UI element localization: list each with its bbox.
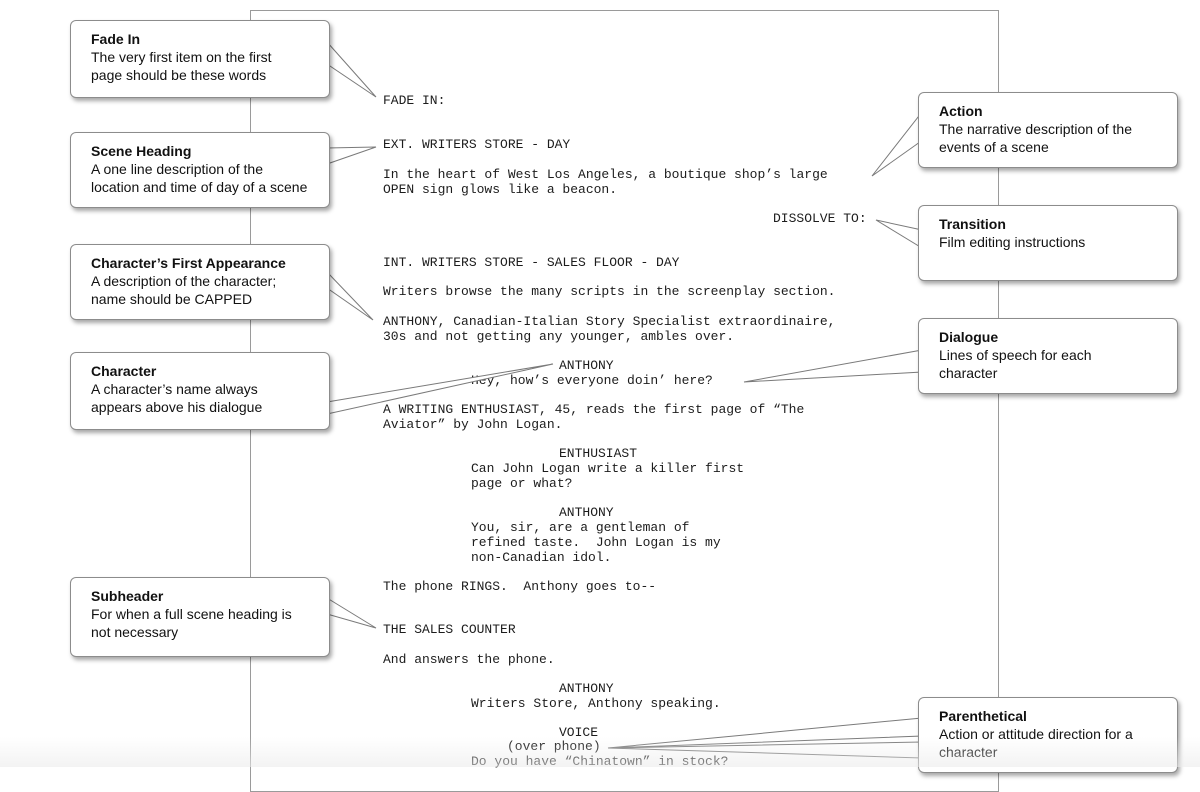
script-line-scene-heading-2: INT. WRITERS STORE - SALES FLOOR - DAY xyxy=(383,255,680,270)
script-line-scene-heading: EXT. WRITERS STORE - DAY xyxy=(383,137,571,152)
callout-title: Subheader xyxy=(91,588,164,604)
callout-title: Action xyxy=(939,103,983,119)
callout-description: character xyxy=(939,365,998,381)
callout-description: appears above his dialogue xyxy=(91,399,263,415)
callout-description: A description of the character; xyxy=(91,273,277,289)
script-line-parenthetical: (over phone) xyxy=(507,739,601,754)
callout-title: Fade In xyxy=(91,31,141,47)
script-line-subheader: THE SALES COUNTER xyxy=(383,622,516,637)
script-line-char-anthony-3: ANTHONY xyxy=(559,681,614,696)
script-line-char-voice: VOICE xyxy=(559,725,599,740)
script-line-dialogue-3c: non-Canadian idol. xyxy=(471,550,612,565)
script-line-char-anthony-2: ANTHONY xyxy=(559,505,614,520)
callout-title: Character’s First Appearance xyxy=(91,255,286,271)
callout-description: The narrative description of the xyxy=(939,121,1132,137)
callout-description: page should be these words xyxy=(91,67,267,83)
callout-title: Parenthetical xyxy=(939,708,1027,724)
callout-description: Action or attitude direction for a xyxy=(939,726,1133,742)
script-line-char-enthusiast: ENTHUSIAST xyxy=(559,446,638,461)
script-line-action-3a: A WRITING ENTHUSIAST, 45, reads the firs… xyxy=(383,402,805,417)
callout-description: The very first item on the first xyxy=(91,49,272,65)
script-line-intro-a: ANTHONY, Canadian-Italian Story Speciali… xyxy=(383,314,836,329)
script-line-action-1a: In the heart of West Los Angeles, a bout… xyxy=(383,167,828,182)
script-line-action-5: And answers the phone. xyxy=(383,652,555,667)
callout-fade-in: Fade In The very first item on the first p… xyxy=(70,20,330,98)
callout-title: Character xyxy=(91,363,157,379)
script-line-char-anthony-1: ANTHONY xyxy=(559,358,614,373)
script-line-dialogue-2b: page or what? xyxy=(471,476,573,491)
script-line-transition: DISSOLVE TO: xyxy=(773,211,867,226)
callout-description: name should be CAPPED xyxy=(91,291,253,307)
script-line-fade-in: FADE IN: xyxy=(383,93,446,108)
callout-description: location and time of day of a scene xyxy=(91,179,308,195)
script-line-action-1b: OPEN sign glows like a beacon. xyxy=(383,182,618,197)
callout-title: Dialogue xyxy=(939,329,999,345)
callout-character-first-appearance: Character’s First Appearance A descriptio… xyxy=(70,244,330,320)
script-line-action-3b: Aviator” by John Logan. xyxy=(383,417,563,432)
script-line-dialogue-4: Writers Store, Anthony speaking. xyxy=(471,696,721,711)
callout-description: character xyxy=(939,744,998,760)
script-line-dialogue-3b: refined taste. John Logan is my xyxy=(471,535,721,550)
script-line-intro-b: 30s and not getting any younger, ambles … xyxy=(383,329,735,344)
callout-title: Transition xyxy=(939,216,1006,232)
callout-scene-heading: Scene Heading A one line description of t… xyxy=(70,132,330,208)
callout-description: Film editing instructions xyxy=(939,234,1086,250)
callout-description: A one line description of the xyxy=(91,161,264,177)
callout-description: events of a scene xyxy=(939,139,1049,155)
script-line-dialogue-1: Hey, how’s everyone doin’ here? xyxy=(471,373,713,388)
callout-description: A character’s name always xyxy=(91,381,258,397)
callout-character: Character A character’s name always appear… xyxy=(70,352,330,430)
script-line-dialogue-2a: Can John Logan write a killer first xyxy=(471,461,745,476)
screenplay-page: FADE IN: EXT. WRITERS STORE - DAY In the h… xyxy=(250,10,999,792)
script-line-action-4: The phone RINGS. Anthony goes to-- xyxy=(383,579,657,594)
callout-description: not necessary xyxy=(91,624,179,640)
script-line-action-2: Writers browse the many scripts in the s… xyxy=(383,284,836,299)
callout-description: For when a full scene heading is xyxy=(91,606,292,622)
callout-description: Lines of speech for each xyxy=(939,347,1092,363)
script-line-dialogue-3a: You, sir, are a gentleman of xyxy=(471,520,690,535)
callout-title: Scene Heading xyxy=(91,143,192,159)
